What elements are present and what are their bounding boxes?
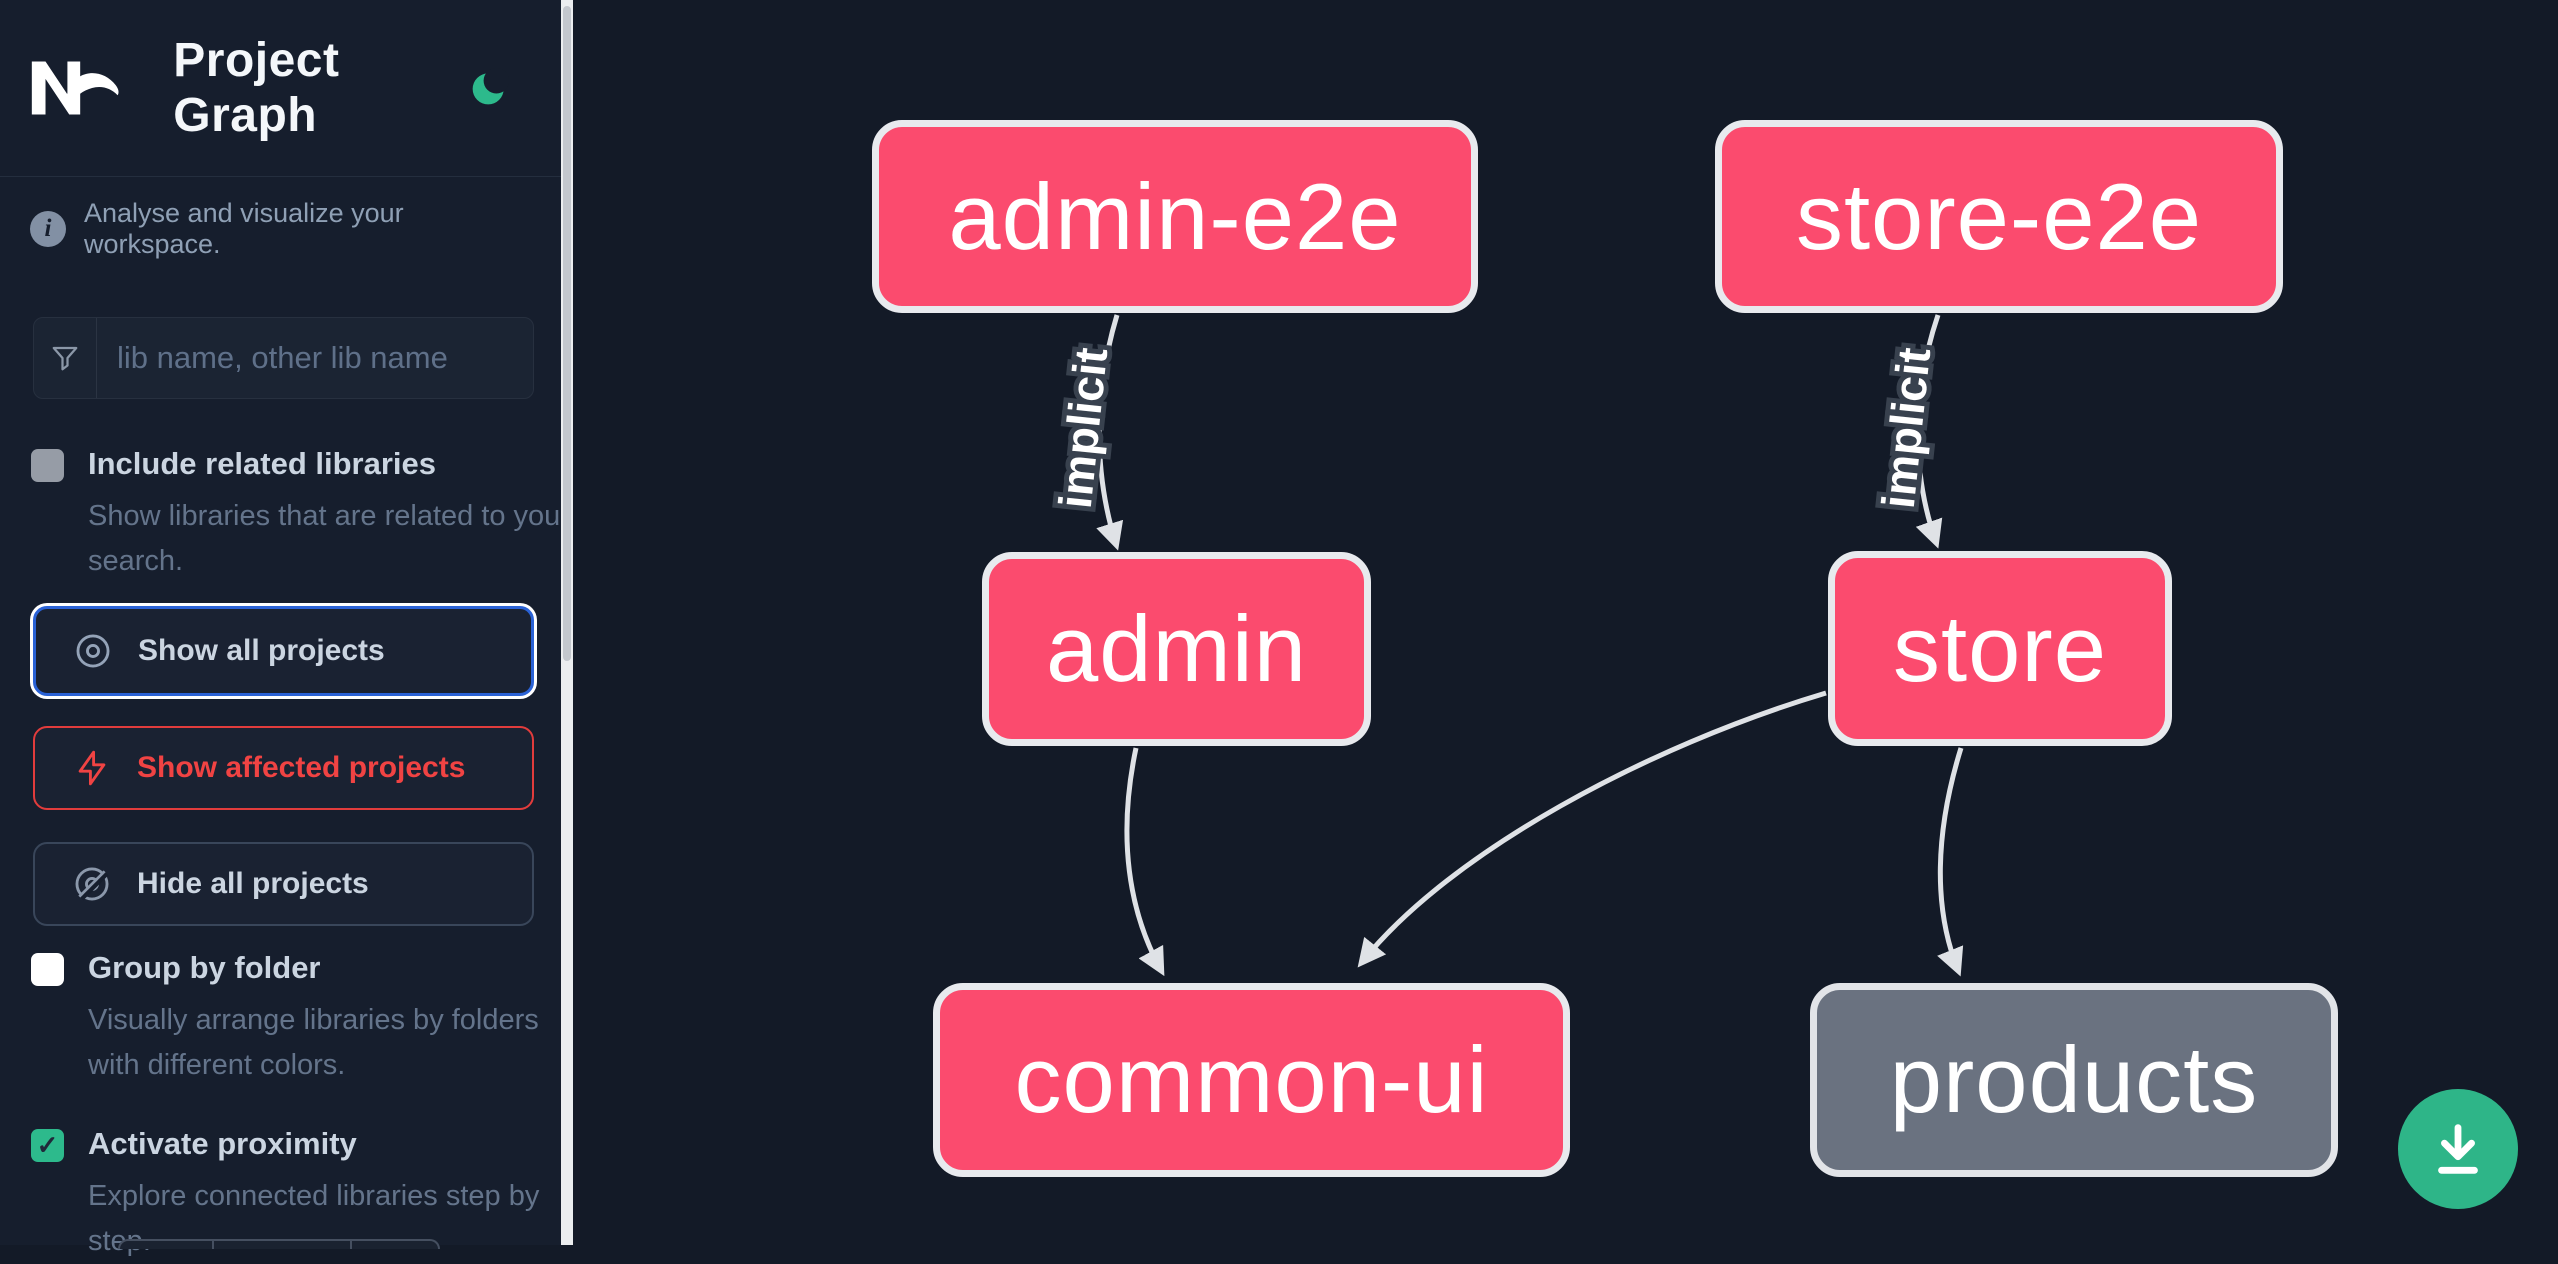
library-filter-box	[33, 317, 536, 399]
moon-icon[interactable]	[469, 66, 509, 110]
node-label: admin	[1045, 596, 1308, 701]
toggle-include-related: Include related libraries Show libraries…	[31, 446, 570, 584]
node-store[interactable]: store	[1828, 551, 2172, 746]
node-products[interactable]: products	[1810, 983, 2338, 1177]
checkmark-glyph: ✓	[36, 1130, 59, 1160]
segment-divider	[350, 1241, 352, 1249]
hide-all-projects-button[interactable]: Hide all projects	[33, 842, 534, 926]
node-label: common-ui	[1014, 1027, 1489, 1132]
workspace-tagline-row: i Analyse and visualize your workspace.	[30, 198, 530, 260]
group-by-folder-label[interactable]: Group by folder	[88, 950, 321, 985]
sidebar-header: Project Graph	[0, 0, 561, 177]
nx-logo-icon	[31, 61, 119, 115]
group-by-folder-description: Visually arrange libraries by folders wi…	[88, 1004, 539, 1081]
hide-all-projects-label: Hide all projects	[137, 867, 369, 900]
node-admin[interactable]: admin	[982, 552, 1371, 746]
page-title: Project Graph	[173, 34, 340, 142]
activate-proximity-checkbox[interactable]: ✓	[31, 1129, 64, 1162]
segment-divider	[212, 1241, 214, 1249]
sidebar: Project Graph i Analyse and visualize yo…	[0, 0, 570, 1257]
show-all-projects-label: Show all projects	[138, 634, 385, 667]
funnel-icon	[52, 346, 78, 371]
toggle-group-by-folder: Group by folder Visually arrange librari…	[31, 950, 539, 1088]
node-admin-e2e[interactable]: admin-e2e	[872, 120, 1478, 313]
group-by-folder-checkbox[interactable]	[31, 953, 64, 986]
download-icon	[2438, 1124, 2478, 1174]
activate-proximity-description: Explore connected libraries step by step…	[88, 1180, 540, 1257]
search-input[interactable]	[97, 318, 536, 398]
node-label: store-e2e	[1795, 163, 2203, 269]
node-label: products	[1889, 1027, 2259, 1132]
node-label: admin-e2e	[948, 163, 1402, 269]
show-affected-projects-label: Show affected projects	[137, 751, 466, 784]
node-common-ui[interactable]: common-ui	[933, 983, 1570, 1177]
show-all-projects-button[interactable]: Show all projects	[33, 606, 534, 696]
node-label: store	[1893, 595, 2107, 701]
info-icon: i	[30, 211, 66, 247]
show-affected-projects-button[interactable]: Show affected projects	[33, 726, 534, 810]
tagline-text: Analyse and visualize your workspace.	[84, 198, 404, 259]
scrollbar-thumb[interactable]	[563, 6, 571, 661]
toggle-activate-proximity: ✓ Activate proximity Explore connected l…	[31, 1126, 539, 1264]
eye-icon	[76, 634, 110, 668]
eye-off-icon	[75, 867, 109, 901]
filter-funnel-cell	[34, 318, 97, 398]
include-related-description: Show libraries that are related to your …	[88, 500, 570, 577]
proximity-depth-control[interactable]	[118, 1239, 440, 1249]
sidebar-scrollbar[interactable]	[561, 0, 573, 1245]
activate-proximity-label[interactable]: Activate proximity	[88, 1126, 357, 1161]
download-graph-button[interactable]	[2398, 1089, 2518, 1209]
node-store-e2e[interactable]: store-e2e	[1715, 120, 2283, 313]
lightning-bolt-icon	[78, 750, 106, 786]
include-related-label[interactable]: Include related libraries	[88, 446, 437, 481]
include-related-checkbox[interactable]	[31, 449, 64, 482]
